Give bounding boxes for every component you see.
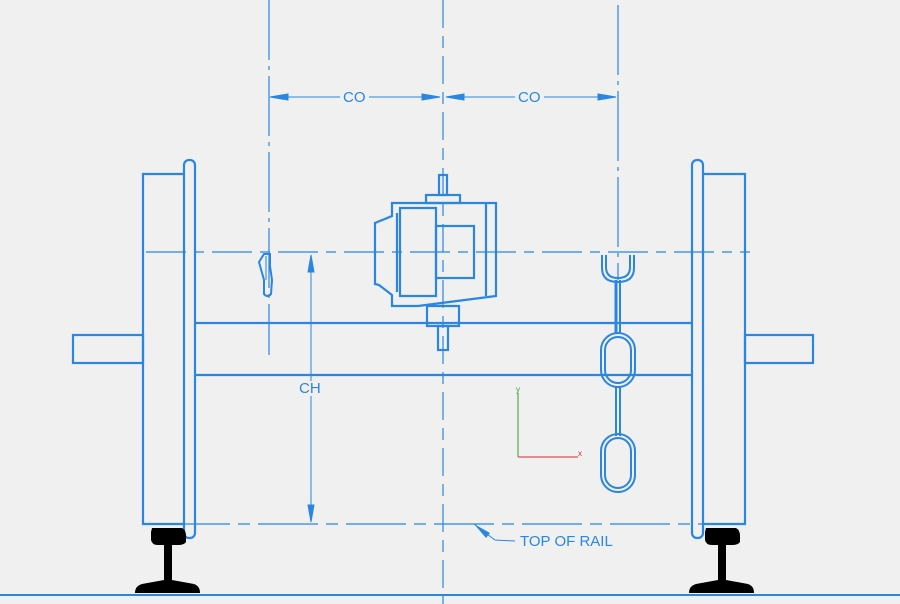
right-rail [689, 528, 754, 593]
hook-icon [257, 253, 274, 297]
ucs-y-label: y [516, 385, 520, 394]
co-dimension [269, 93, 617, 101]
right-wheel[interactable] [690, 158, 747, 540]
top-of-rail-label: TOP OF RAIL [520, 533, 613, 550]
left-axle-end [71, 333, 145, 365]
ucs-x-label: x [578, 449, 582, 458]
left-wheel[interactable] [141, 158, 197, 540]
gearbox[interactable] [373, 173, 498, 352]
top-of-rail-leader [473, 523, 516, 542]
ucs-icon [517, 393, 578, 458]
chain[interactable] [600, 255, 636, 493]
dimension-label-co-right: CO [515, 90, 544, 105]
dimension-label-ch: CH [296, 381, 324, 396]
left-rail [135, 528, 200, 593]
right-axle-end [743, 333, 815, 365]
dimension-label-co-left: CO [340, 90, 369, 105]
